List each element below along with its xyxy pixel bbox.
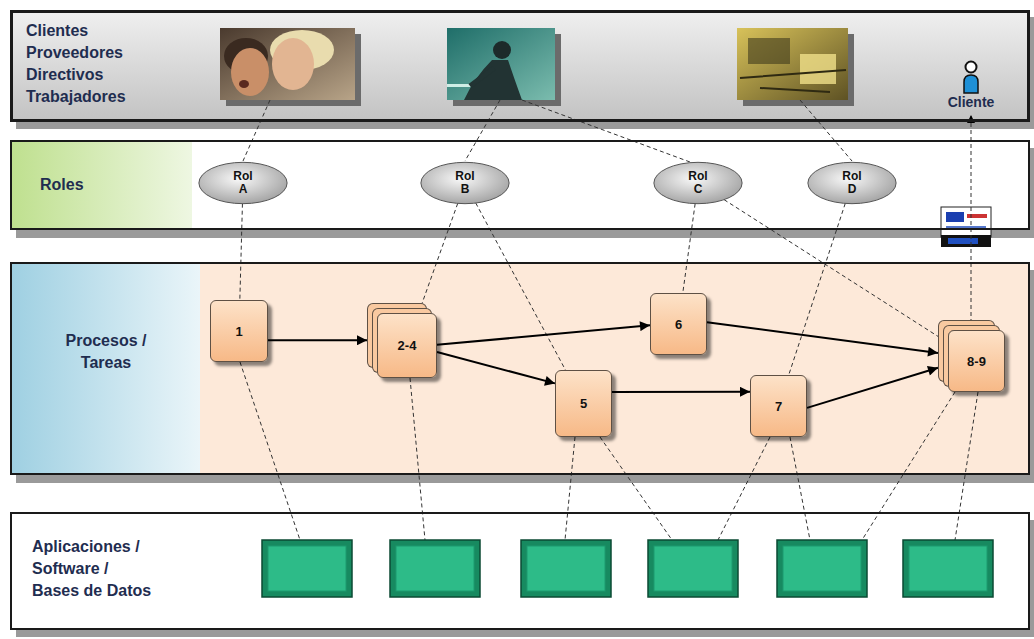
leader-line: [955, 392, 978, 540]
application-block: [909, 546, 987, 591]
leader-line: [410, 378, 425, 540]
label-panel: [12, 264, 200, 473]
process-number: 8-9: [967, 354, 986, 369]
photo: [447, 28, 555, 100]
computer-icon: [967, 214, 987, 218]
person-icon: [966, 62, 977, 73]
leader-line: [800, 100, 852, 161]
leader-line: [565, 437, 575, 540]
role-label: Rol B: [452, 170, 478, 196]
photo-detail: [272, 38, 314, 90]
band-fill: [10, 140, 1030, 230]
flow-arrow: [612, 391, 750, 393]
role-label: Rol D: [839, 170, 865, 196]
photo-detail: [493, 41, 511, 59]
photo-detail: [231, 48, 269, 96]
photo: [737, 28, 848, 100]
process-number: 5: [580, 396, 587, 411]
dashed-link: [683, 204, 695, 293]
process-box: 5: [555, 370, 612, 437]
band-label: Aplicaciones / Software / Bases de Datos: [32, 536, 156, 602]
person-icon: [964, 75, 978, 93]
application-block: [648, 540, 738, 597]
application-block: [390, 540, 480, 597]
process-box: 1: [210, 300, 268, 362]
role-ellipse: Rol A: [198, 161, 288, 205]
application-block: [396, 546, 474, 591]
leader-line: [600, 437, 672, 540]
photo-detail: [239, 80, 249, 88]
process-stack: 2-4: [377, 313, 437, 378]
photo-detail: [470, 68, 494, 86]
client-figure: Cliente: [940, 60, 1002, 115]
process-number: 1: [235, 324, 242, 339]
dashed-link: [724, 200, 948, 343]
application-block: [654, 546, 732, 591]
process-band: Procesos / Tareas 1 2-4 5 6 7 8-9: [10, 262, 1030, 475]
process-box: 7: [750, 375, 807, 437]
flow-arrow: [807, 368, 938, 408]
application-block: [268, 546, 346, 591]
photo-detail: [464, 60, 522, 100]
application-block: [521, 540, 611, 597]
leader-line: [862, 392, 955, 540]
ellipse-outline: [199, 162, 287, 203]
photo: [220, 28, 355, 100]
leader-line: [522, 100, 690, 162]
dashed-link: [971, 115, 972, 330]
computer-icon: [941, 207, 991, 237]
photo-detail: [800, 54, 836, 84]
ellipse-outline: [421, 162, 509, 203]
computer-icon: [946, 212, 964, 222]
leader-line: [465, 100, 500, 161]
application-block: [262, 540, 352, 597]
leader-line: [790, 437, 810, 540]
role-ellipse: Rol B: [420, 161, 510, 205]
application-block: [903, 540, 993, 597]
ellipse-outline: [808, 162, 896, 203]
band-fill: [10, 10, 1030, 122]
client-label: Cliente: [948, 94, 995, 111]
label-panel: [12, 142, 192, 228]
ellipse-outline: [654, 162, 742, 203]
dashed-link: [419, 203, 458, 313]
process-box: 6: [650, 293, 707, 355]
application-block: [777, 540, 867, 597]
flow-arrow: [707, 322, 938, 353]
process-number: 7: [775, 399, 782, 414]
band-label: Clientes Proveedores Directivos Trabajad…: [26, 20, 151, 108]
band-label: Procesos / Tareas: [41, 330, 171, 374]
photo-detail: [748, 38, 790, 64]
role-label: Rol C: [685, 170, 711, 196]
actor-band: Clientes Proveedores Directivos Trabajad…: [10, 10, 1030, 122]
flow-arrow: [268, 339, 367, 341]
flow-arrow: [437, 352, 555, 383]
computer-icon: [941, 235, 991, 247]
roles-band: Roles Rol A Rol B Rol C Rol D: [10, 140, 1030, 230]
role-ellipse: Rol C: [653, 161, 743, 205]
dashed-link: [240, 204, 243, 300]
computer-icon: [948, 238, 978, 244]
application-band: Aplicaciones / Software / Bases de Datos: [10, 512, 1030, 630]
application-block: [783, 546, 861, 591]
process-stack: 8-9: [948, 330, 1005, 392]
person-icon: [959, 60, 983, 94]
process-number: 6: [675, 317, 682, 332]
role-ellipse: Rol D: [807, 161, 897, 205]
band-label: Roles: [40, 174, 160, 196]
process-number: 2-4: [398, 338, 417, 353]
leader-line: [718, 437, 770, 540]
photo-detail: [740, 70, 846, 92]
leader-line: [243, 100, 270, 161]
band-fill: [10, 262, 1030, 475]
flow-arrow: [437, 325, 650, 345]
band-fill: [10, 512, 1030, 630]
role-label: Rol A: [230, 170, 256, 196]
application-block: [527, 546, 605, 591]
